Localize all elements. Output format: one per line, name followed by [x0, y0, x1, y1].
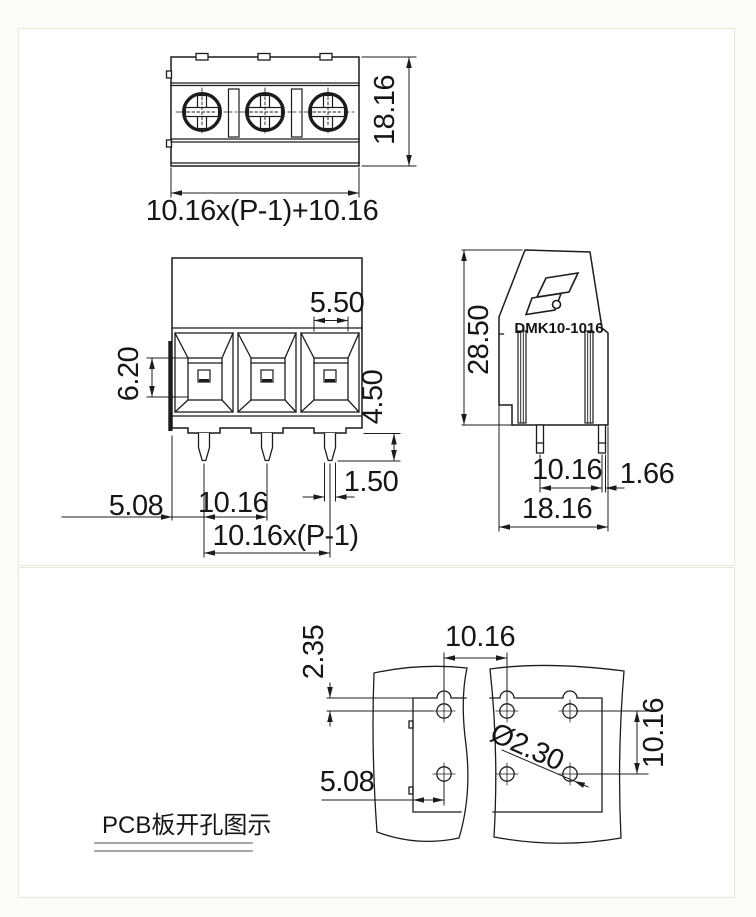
dim-pin-length: 4.50 [357, 369, 389, 425]
pcb-view [94, 652, 649, 852]
divider-slot [290, 88, 303, 138]
dim-pin-width: 1.50 [343, 466, 399, 498]
divider-slot [227, 88, 240, 138]
dimension-arrows [461, 250, 617, 530]
model-number: DMK10-1016 [514, 320, 604, 337]
solder-pin [597, 424, 607, 454]
footprint-outline [489, 690, 603, 813]
side-tab [165, 139, 173, 148]
dim-opening-width: 5.50 [309, 287, 365, 319]
solder-pin [535, 424, 545, 454]
dimension-lines [170, 56, 417, 198]
dim-side-pin-width: 1.66 [619, 458, 675, 490]
dim-pin-spacing: 10.16 [532, 454, 603, 486]
side-tab [165, 70, 173, 79]
dimension-arrows [171, 57, 412, 196]
dim-pcb-edge-offset: 5.08 [319, 766, 375, 798]
dim-total-pitch: 10.16x(P-1) [212, 520, 359, 552]
footprint-tab [408, 720, 414, 729]
dim-top-height: 18.16 [369, 74, 401, 146]
dim-hole-pitch-h: 10.16 [445, 621, 516, 653]
caption-underline [94, 842, 253, 852]
dim-edge-to-hole: 2.35 [298, 624, 330, 680]
solder-pin [323, 432, 337, 462]
screw-head-icon [308, 87, 349, 137]
wire-socket [300, 332, 360, 413]
dimension-lines [61, 316, 401, 558]
wire-socket [174, 332, 234, 413]
footprint-outline [412, 690, 467, 813]
front-view [61, 257, 401, 558]
dim-edge-to-pin: 5.08 [108, 490, 164, 522]
screw-head-icon [244, 87, 285, 137]
top-view [165, 52, 417, 198]
side-view [461, 249, 625, 532]
pcb-fragment [489, 664, 625, 844]
footprint-tab [408, 786, 414, 795]
housing-notch [257, 52, 271, 61]
upper-drawing-panel [18, 28, 735, 566]
housing-notch [319, 52, 333, 61]
housing-notch [195, 52, 209, 61]
dimension-arrows [327, 655, 640, 803]
dim-pitch: 10.16 [198, 487, 269, 519]
dimension-arrows [149, 317, 397, 556]
dim-side-height: 28.50 [463, 304, 495, 376]
wire-socket [237, 332, 297, 413]
pcb-caption: PCB板开孔图示 [102, 812, 272, 839]
dim-top-width-formula: 10.16x(P-1)+10.16 [145, 195, 379, 227]
dim-side-depth: 18.16 [522, 493, 593, 525]
brand-logo-icon [524, 271, 580, 316]
dim-opening-height: 6.20 [113, 346, 145, 402]
screw-head-icon [181, 87, 222, 137]
solder-pin [197, 432, 211, 462]
pcb-fragment [372, 665, 469, 843]
mounting-flange [168, 341, 173, 431]
solder-pin [260, 432, 274, 462]
dim-hole-pitch-v: 10.16 [638, 697, 670, 769]
screw-channel [517, 330, 594, 424]
